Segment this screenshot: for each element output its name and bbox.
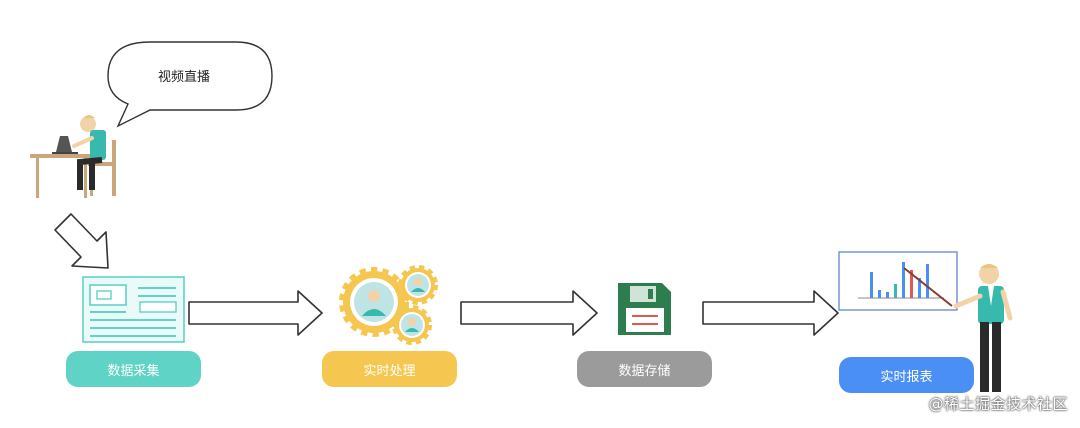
arrow-right-icon (460, 290, 598, 336)
stage-label-realtime-report: 实时报表 (839, 357, 974, 393)
speech-bubble (107, 41, 273, 128)
diagonal-arrow-icon (54, 213, 109, 269)
stage-label-data-collection: 数据采集 (66, 351, 201, 387)
floppy-disk-icon (618, 283, 671, 335)
document-icon (82, 276, 185, 343)
presenter-icon (953, 264, 1013, 392)
gears-icon (339, 265, 438, 345)
watermark: @稀土掘金技术社区 (928, 395, 1068, 413)
arrow-right-icon (702, 290, 839, 336)
chart-board-icon (838, 251, 958, 311)
stage-label-data-storage: 数据存储 (577, 351, 712, 387)
person-at-desk-icon (30, 115, 116, 198)
stage-label-realtime-processing: 实时处理 (322, 351, 457, 387)
speech-bubble-text: 视频直播 (157, 70, 210, 85)
arrow-right-icon (188, 290, 323, 336)
